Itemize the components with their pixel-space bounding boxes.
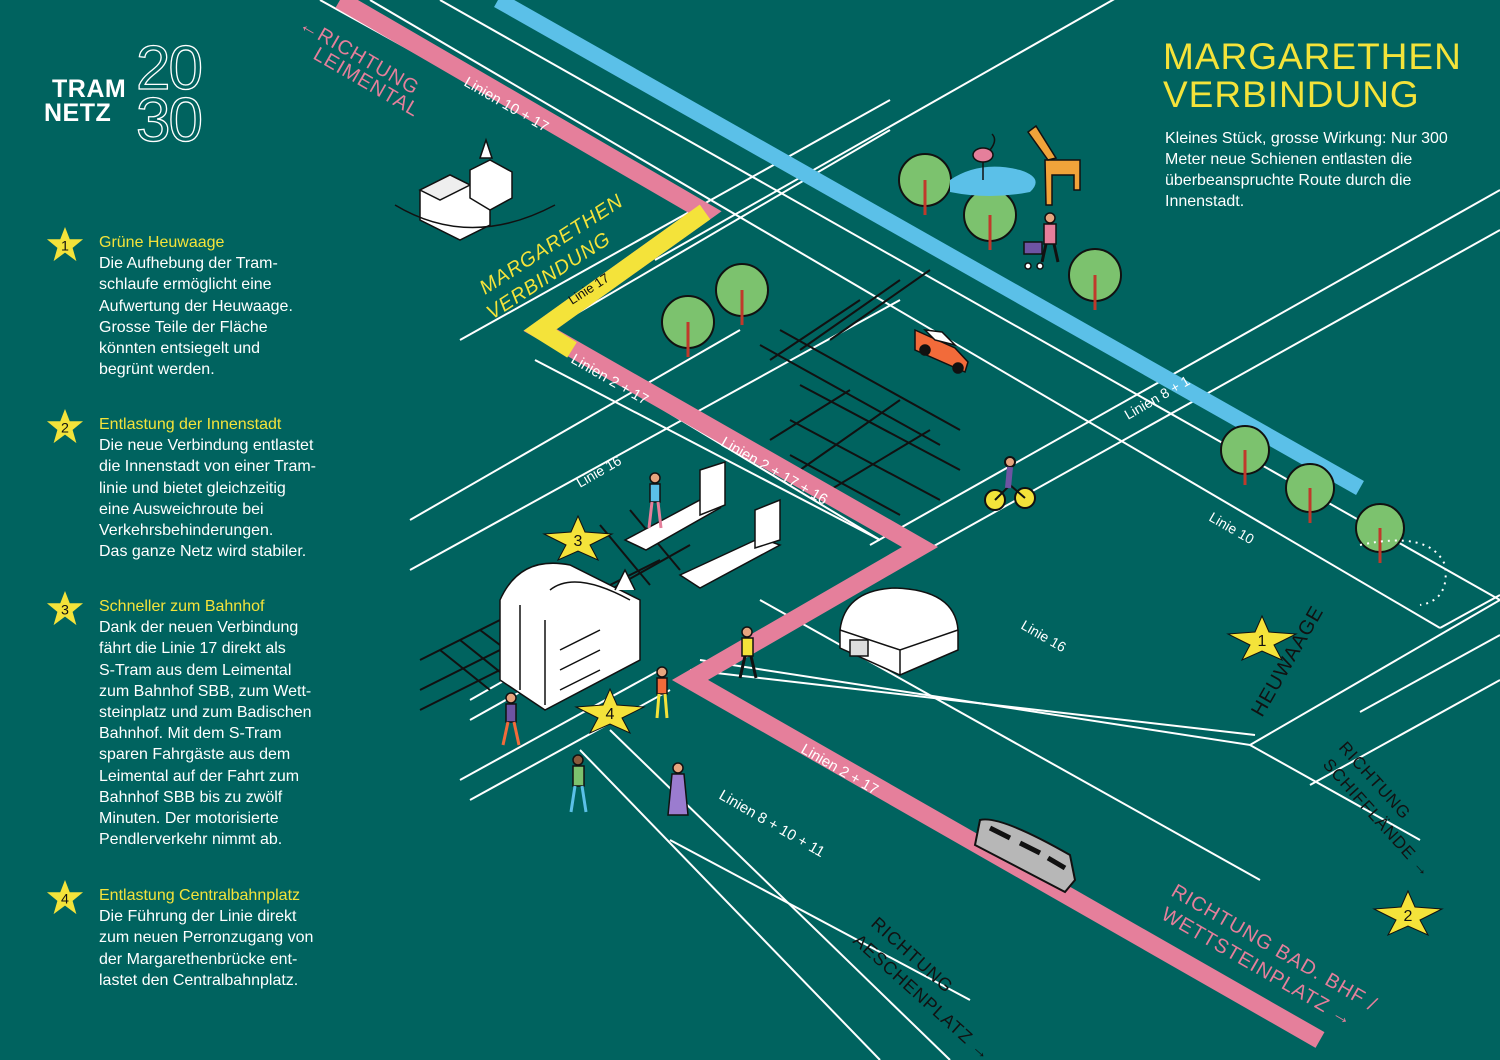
svg-text:2: 2: [61, 421, 69, 437]
star-4-number: 4: [606, 706, 615, 723]
star-icon: 3: [46, 590, 84, 626]
item-heading: Schneller zum Bahnhof: [99, 598, 265, 615]
tramnetz-2030-logo: 20 30 TRAM NETZ: [44, 34, 234, 158]
railway-station-icon: [499, 562, 641, 711]
trees: [661, 153, 1405, 563]
cyclist-icon: [984, 456, 1036, 511]
removed-loop-path: [1359, 539, 1447, 606]
villa-building-icon: [394, 137, 556, 241]
item-body: Dank der neuen Verbindung fährt die Lini…: [99, 619, 312, 849]
person-icon: [667, 762, 689, 816]
tree-icon: [715, 263, 769, 325]
logo-netz: NETZ: [44, 99, 112, 127]
label-l16-b: Linie 16: [1019, 617, 1070, 655]
star-2-number: 2: [1404, 908, 1413, 925]
title-line-1: MARGARETHEN: [1163, 36, 1462, 77]
dome-building-icon: [839, 587, 959, 676]
label-l16-a: Linie 16: [574, 452, 625, 490]
person-with-stroller-icon: [1023, 212, 1060, 270]
tree-icon: [963, 188, 1017, 250]
pond: [950, 166, 1036, 196]
person-icon: [501, 692, 521, 746]
star-icon: 4: [46, 879, 84, 915]
star-3-icon: 3: [542, 514, 614, 562]
place-heuwaage: HEUWAAGE: [1247, 602, 1328, 720]
star-1-icon: 1: [1226, 614, 1298, 662]
item-heading: Grüne Heuwaage: [99, 234, 225, 251]
logo-tram: TRAM: [52, 75, 127, 103]
intro-text: Kleines Stück, grosse Wirkung: Nur 300 M…: [1165, 130, 1448, 210]
star-1-number: 1: [1258, 633, 1267, 650]
svg-text:4: 4: [61, 892, 69, 908]
tree-icon: [1220, 425, 1270, 485]
tram-icon: [973, 818, 1077, 894]
item-heading: Entlastung Centralbahnplatz: [99, 887, 301, 904]
map-stars: 3 4 1 2: [542, 514, 1444, 937]
giraffe-icon: [1026, 124, 1081, 206]
star-3-number: 3: [574, 533, 583, 550]
person-icon: [569, 754, 588, 813]
item-body: Die Führung der Linie direkt zum neuen P…: [99, 908, 314, 989]
star-2-icon: 2: [1372, 889, 1444, 937]
star-icon: 2: [46, 408, 84, 444]
item-heading: Entlastung der Innenstadt: [99, 416, 282, 433]
car-icon: [914, 328, 969, 374]
platforms: [623, 460, 782, 589]
label-l2-17-b: Linien 2 + 17: [798, 741, 881, 799]
title-line-2: VERBINDUNG: [1163, 74, 1420, 115]
person-icon: [655, 666, 669, 719]
item-body: Die neue Verbindung entlastet die Innens…: [99, 437, 317, 561]
star-icon: 1: [46, 226, 84, 262]
tree-icon: [1068, 248, 1122, 310]
label-l2-17-16: Linien 2 + 17 + 16: [718, 434, 831, 509]
person-icon: [738, 626, 758, 679]
tree-icon: [898, 153, 952, 215]
star-4-icon: 4: [574, 687, 646, 735]
label-l10: Linie 10: [1207, 509, 1258, 547]
svg-text:1: 1: [61, 239, 69, 255]
track-grid: [419, 269, 961, 711]
blue-rail-line: [494, 0, 1364, 495]
tree-icon: [1285, 463, 1335, 523]
pedestrians: [501, 472, 758, 816]
logo-year-top: 20: [135, 34, 203, 103]
yellow-new-connection: [523, 204, 711, 358]
tree-icon: [661, 295, 715, 357]
flamingo-icon: [972, 133, 996, 180]
pink-tram-route: [335, 0, 1325, 1048]
page-title: MARGARETHEN VERBINDUNG: [1163, 38, 1483, 114]
tree-icon: [1355, 503, 1405, 563]
direction-wettstein-1: RICHTUNG BAD. BHF /: [1168, 880, 1381, 1016]
logo-year-bottom: 30: [135, 86, 203, 155]
item-body: Die Aufhebung der Tram- schlaufe ermögli…: [99, 255, 293, 379]
person-icon: [647, 472, 663, 529]
svg-text:3: 3: [61, 603, 69, 619]
